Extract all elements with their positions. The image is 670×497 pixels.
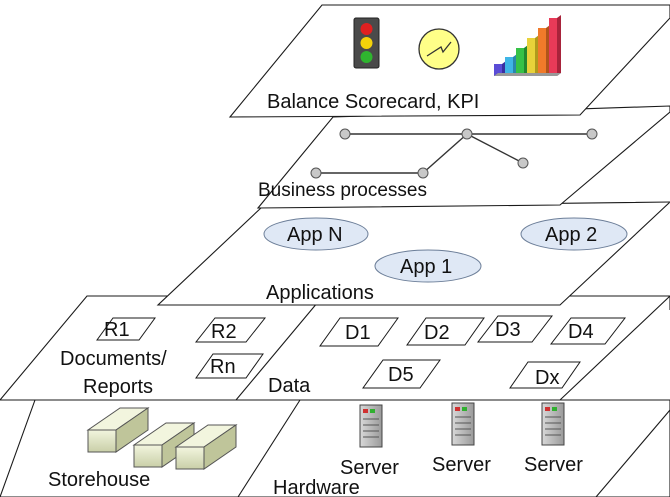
data-tile <box>319 317 399 347</box>
traffic-light-icon <box>353 17 380 69</box>
data-tile <box>406 317 485 346</box>
applications-layer: App N App 2 App 1 Applications <box>156 201 670 306</box>
app-ellipse <box>374 249 482 283</box>
server-icon <box>359 404 383 448</box>
data-tile <box>362 359 441 389</box>
documents-data-divider <box>235 295 324 401</box>
bar-chart-icon <box>494 15 561 76</box>
process-node <box>461 128 473 140</box>
applications-label: Applications <box>266 282 374 304</box>
app-label: App 2 <box>545 224 597 246</box>
server-label: Server <box>340 457 399 479</box>
documents-label: Documents/ <box>60 348 167 370</box>
business-processes-label: Business processes <box>258 180 427 201</box>
document-label: Rn <box>210 356 236 378</box>
documents-data-layer: R1 R2 Rn Documents/ Reports D1 D2 D3 D4 … <box>0 295 670 401</box>
scorecard-layer: Balance Scorecard, KPI <box>228 4 670 118</box>
process-node <box>339 128 351 140</box>
gauge-icon <box>418 28 460 70</box>
process-node <box>586 128 598 140</box>
data-label: D1 <box>345 322 371 344</box>
data-tile <box>509 361 581 389</box>
data-label: D2 <box>424 322 450 344</box>
app-label: App 1 <box>400 256 452 278</box>
server-icon <box>451 402 475 446</box>
storehouse-hardware-divider <box>237 399 301 497</box>
hardware-right-edge <box>595 409 670 497</box>
app-ellipse <box>263 217 369 251</box>
hardware-label: Hardware <box>273 477 360 497</box>
document-tile <box>96 317 156 341</box>
process-node <box>310 167 322 179</box>
server-label: Server <box>432 454 491 476</box>
reports-label: Reports <box>83 376 153 398</box>
process-node <box>417 167 429 179</box>
data-layer-label: Data <box>268 375 311 397</box>
document-label: R2 <box>211 321 237 343</box>
app-ellipse <box>520 217 628 251</box>
server-label: Server <box>524 454 583 476</box>
storehouse-label: Storehouse <box>48 469 150 491</box>
infrastructure-layer: Storehouse Server Server Server Hardware <box>0 399 670 497</box>
app-label: App N <box>287 224 343 246</box>
document-tile <box>194 317 267 343</box>
document-tile <box>195 353 264 379</box>
process-node <box>517 157 529 169</box>
scorecard-label: Balance Scorecard, KPI <box>267 91 479 113</box>
processes-plane <box>256 105 670 209</box>
data-label: D3 <box>495 319 521 341</box>
document-label: R1 <box>104 319 130 341</box>
storehouse-icon <box>86 407 238 470</box>
data-tile <box>549 317 627 345</box>
business-processes-layer: Business processes <box>256 105 670 209</box>
data-tile <box>476 315 554 343</box>
data-label: D4 <box>568 321 594 343</box>
server-icon <box>541 402 565 446</box>
data-label: Dx <box>535 367 559 389</box>
data-label: D5 <box>388 364 414 386</box>
